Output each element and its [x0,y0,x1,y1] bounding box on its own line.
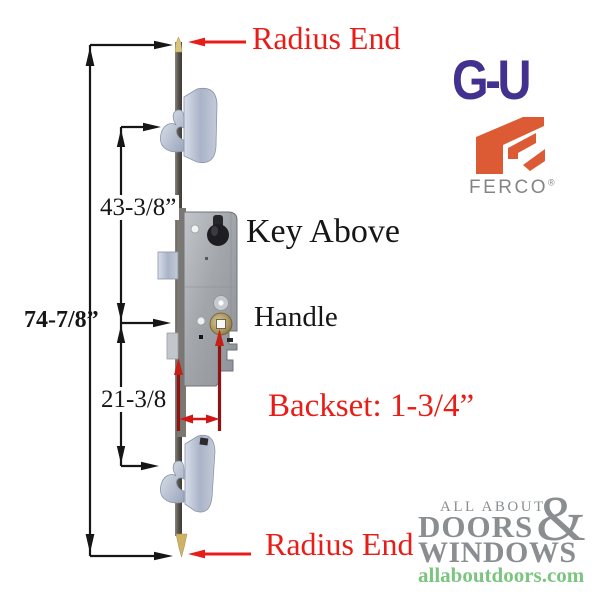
label-backset: Backset: 1-3/4” [268,388,475,424]
ferco-logo-text: FERCO® [469,177,555,199]
dimension-label-lower: 21-3/8 [98,387,170,412]
aadw-doors: DOORS [418,509,534,544]
bottom-hook-assembly [159,434,216,513]
rod-tip-bottom [175,533,188,558]
latch-guide [166,332,179,360]
aadw-windows: WINDOWS [418,536,577,569]
aadw-all-about: ALL ABOUT [440,499,546,515]
dimension-arrow-upper [116,122,171,328]
aadw-website: allaboutdoors.com [418,563,585,587]
radius-end-arrow-top [188,37,246,47]
backset-arrows [174,329,224,431]
top-keeper [183,87,218,164]
top-hook-assembly [159,87,218,164]
key-cylinder [207,215,229,246]
screw-hole-lower [196,316,206,326]
dimension-label-overall: 74-7/8” [24,307,99,333]
dimension-label-upper: 43-3/8” [97,195,180,220]
radius-end-arrow-bottom [188,549,251,559]
top-hook [159,109,185,153]
screw-hole-upper [190,224,200,234]
label-key-above: Key Above [246,213,400,250]
label-handle: Handle [254,301,338,333]
label-radius-end-bottom: Radius End [265,526,414,562]
registered-trademark-symbol: ® [548,177,555,188]
dimension-arrow-overall [85,40,173,561]
faceplate [177,208,186,437]
handle-spindle [209,312,233,336]
latch-bolt [157,251,179,280]
label-radius-end-top: Radius End [252,20,401,56]
gu-logo: G-U [452,48,531,111]
ferco-wordmark: FERCO [469,177,548,198]
rod-tip-top [174,36,183,53]
bottom-hook [159,460,185,504]
bottom-keeper [184,434,216,513]
aadw-ampersand: & [536,483,586,554]
gearbox [157,208,238,437]
ferco-logo-icon [476,117,545,174]
